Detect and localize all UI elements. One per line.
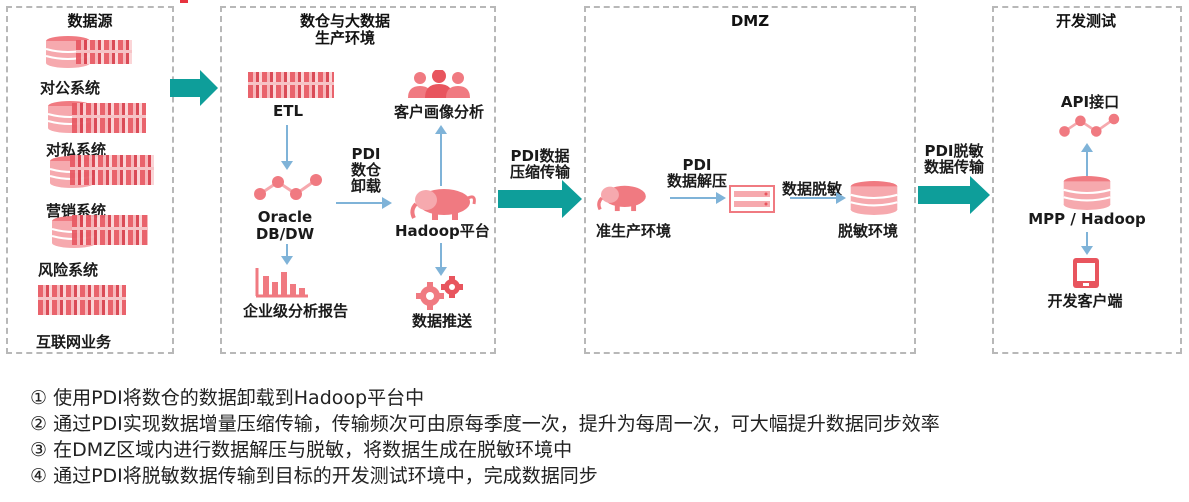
desensitize-label: 数据脱敏	[782, 180, 843, 198]
arrow-to-dev	[918, 176, 990, 214]
gears-icon	[416, 276, 463, 310]
mpp-hadoop-label: MPP / Hadoop	[1028, 210, 1146, 228]
arrow-right-connector	[790, 192, 846, 204]
database-icon	[850, 181, 898, 215]
arrow-down-connector	[281, 244, 293, 265]
arrow-down-connector	[1081, 232, 1093, 255]
hadoop-elephant-icon	[597, 185, 646, 212]
network-icon	[254, 174, 322, 200]
pdi-decompress-label-2: 数据解压	[666, 172, 727, 190]
note-1: ① 使用PDI将数仓的数据卸载到Hadoop平台中	[30, 387, 425, 409]
arrow-to-dmz	[498, 180, 582, 218]
desens-transfer-label-1: PDI脱敏	[924, 142, 984, 160]
hadoop-elephant-icon	[410, 189, 476, 220]
redacted-block	[72, 215, 148, 245]
panel-title-dmz: DMZ	[730, 12, 770, 30]
panel-title-warehouse-1: 数仓与大数据	[299, 12, 390, 30]
hadoop-platform-label: Hadoop平台	[395, 222, 490, 240]
note-2: ② 通过PDI实现数据增量压缩传输，传输频次可由原每季度一次，提升为每周一次，可…	[30, 413, 940, 435]
note-4: ④ 通过PDI将脱敏数据传输到目标的开发测试环境中，完成数据同步	[30, 465, 598, 487]
enterprise-report-label: 企业级分析报告	[243, 302, 349, 320]
dev-client-label: 开发客户端	[1047, 292, 1123, 310]
source-item-risk: 风险系统	[38, 261, 99, 279]
pdi-unload-label-1: PDI	[351, 145, 381, 163]
arrow-down-connector	[435, 243, 447, 276]
panel-dmz	[584, 6, 916, 354]
note-3: ③ 在DMZ区域内进行数据解压与脱敏，将数据生成在脱敏环境中	[30, 439, 573, 461]
panel-dev-test	[992, 6, 1182, 354]
pdi-decompress-label-1: PDI	[682, 156, 712, 174]
panel-data-source	[6, 6, 174, 354]
desens-transfer-label-2: 数据传输	[923, 158, 984, 176]
arrow-right-connector	[670, 192, 726, 204]
users-icon	[408, 70, 470, 98]
network-icon	[1059, 113, 1120, 137]
redacted-block	[248, 72, 334, 98]
top-accent-line	[180, 0, 188, 3]
compress-label-1: PDI数据	[510, 147, 570, 165]
source-item-corporate: 对公系统	[40, 79, 101, 97]
api-label: API接口	[1060, 93, 1120, 111]
redacted-block	[38, 285, 126, 315]
source-item-internet: 互联网业务	[36, 333, 112, 351]
arrow-up-connector	[435, 125, 447, 186]
pdi-unload-label-3: 卸载	[350, 177, 381, 195]
arrow-down-connector	[281, 125, 293, 170]
oracle-label-2: DB/DW	[255, 225, 315, 243]
panel-title-source: 数据源	[67, 12, 113, 30]
tablet-client-icon	[1073, 258, 1099, 288]
redacted-block	[76, 40, 132, 64]
pre-production-label: 准生产环境	[596, 222, 672, 240]
panel-warehouse	[220, 6, 496, 354]
redacted-block	[72, 103, 146, 133]
arrow-up-connector	[1081, 143, 1093, 176]
panel-title-warehouse-2: 生产环境	[314, 29, 375, 47]
customer-profile-label: 客户画像分析	[394, 103, 485, 121]
source-item-personal: 对私系统	[46, 141, 107, 159]
data-push-label: 数据推送	[412, 312, 473, 330]
etl-label: ETL	[273, 102, 304, 120]
redacted-block	[70, 155, 154, 185]
pdi-unload-label-2: 数仓	[350, 161, 381, 179]
arrow-right-connector	[336, 197, 392, 209]
desensitized-env-label: 脱敏环境	[838, 222, 899, 240]
arrow-to-warehouse	[170, 70, 218, 106]
compress-label-2: 压缩传输	[509, 163, 570, 181]
server-icon	[729, 185, 775, 213]
panel-title-dev: 开发测试	[1055, 12, 1116, 30]
oracle-label-1: Oracle	[257, 208, 313, 226]
bar-chart-icon	[255, 268, 308, 298]
database-icon	[1063, 176, 1111, 210]
